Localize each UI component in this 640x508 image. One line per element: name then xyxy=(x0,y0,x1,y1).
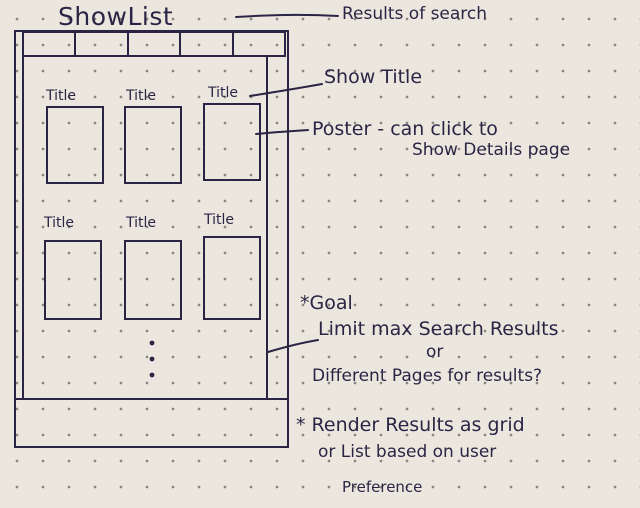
show-title: Title xyxy=(44,215,75,231)
tab-3[interactable] xyxy=(129,33,182,55)
note-goal-line3: Different Pages for results? xyxy=(312,366,543,386)
note-render-line1: * Render Results as grid xyxy=(296,414,525,436)
note-show-title: Show Title xyxy=(324,66,423,88)
leader-poster xyxy=(255,129,309,135)
tab-2[interactable] xyxy=(76,33,129,55)
show-title: Title xyxy=(126,88,157,104)
note-render-line2: or List based on user xyxy=(318,442,497,462)
show-poster[interactable] xyxy=(46,106,104,184)
tab-1[interactable] xyxy=(24,33,77,55)
show-poster[interactable] xyxy=(124,106,182,184)
tab-4[interactable] xyxy=(181,33,234,55)
ellipsis-dot xyxy=(149,356,155,362)
show-title: Title xyxy=(126,215,157,231)
page-heading: ShowList xyxy=(58,2,174,31)
tab-bar xyxy=(22,31,286,57)
leader-goal xyxy=(267,339,319,353)
inner-frame-left xyxy=(22,57,24,398)
note-poster-line1: Poster - can click to xyxy=(312,118,498,140)
show-poster[interactable] xyxy=(44,240,102,320)
leader-results xyxy=(235,13,339,18)
leader-show-title xyxy=(249,83,323,97)
footer-divider xyxy=(14,398,289,400)
inner-frame-right xyxy=(266,57,268,398)
show-title: Title xyxy=(46,88,77,104)
note-goal-line2: or xyxy=(426,342,444,362)
ellipsis-dot xyxy=(149,372,155,378)
note-poster-line2: Show Details page xyxy=(412,140,571,160)
show-poster[interactable] xyxy=(203,236,261,320)
show-title: Title xyxy=(208,85,239,101)
note-goal-head: *Goal xyxy=(300,292,353,314)
show-poster[interactable] xyxy=(124,240,182,320)
show-title: Title xyxy=(204,212,235,228)
ellipsis-dot xyxy=(149,340,155,346)
note-render-line3: Preference xyxy=(342,478,423,496)
show-poster[interactable] xyxy=(203,103,261,181)
note-results: Results of search xyxy=(342,4,488,24)
note-goal-line1: Limit max Search Results xyxy=(318,318,559,340)
